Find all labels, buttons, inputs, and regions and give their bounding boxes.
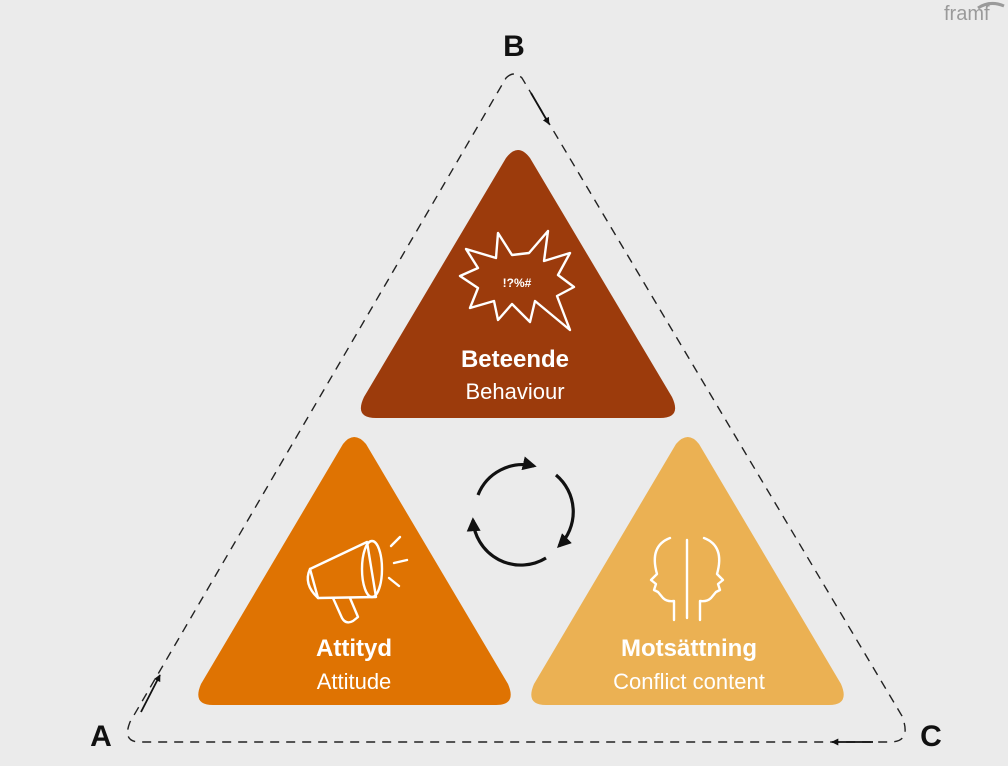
megaphone-icon xyxy=(306,535,409,624)
vertex-label-b: B xyxy=(503,30,525,63)
behaviour-subtitle: Behaviour xyxy=(465,379,564,404)
two-faces-icon xyxy=(649,536,725,622)
conflict-triangle: Motsättning Conflict content xyxy=(531,437,844,705)
attitude-triangle-shape xyxy=(198,437,511,705)
flow-arrow-a xyxy=(140,674,161,713)
conflict-subtitle: Conflict content xyxy=(613,669,765,694)
behaviour-title: Beteende xyxy=(461,346,569,373)
flow-arrow-b xyxy=(530,92,550,125)
logo-text: framf xyxy=(944,3,990,25)
attitude-title: Attityd xyxy=(316,635,392,662)
speech-burst-icon: !?%# xyxy=(458,229,576,332)
speech-burst-text: !?%# xyxy=(503,276,532,290)
attitude-triangle: Attityd Attitude xyxy=(198,437,511,705)
attitude-subtitle: Attitude xyxy=(317,669,392,694)
conflict-title: Motsättning xyxy=(621,635,757,662)
logo: framf xyxy=(944,1,1005,25)
vertex-label-a: A xyxy=(90,720,112,753)
behaviour-triangle: !?%# Beteende Behaviour xyxy=(360,150,676,418)
logo-mark xyxy=(977,1,1005,10)
behaviour-triangle-shape xyxy=(360,150,676,418)
vertex-label-c: C xyxy=(920,720,942,753)
cycle-arrows-icon xyxy=(466,456,575,567)
